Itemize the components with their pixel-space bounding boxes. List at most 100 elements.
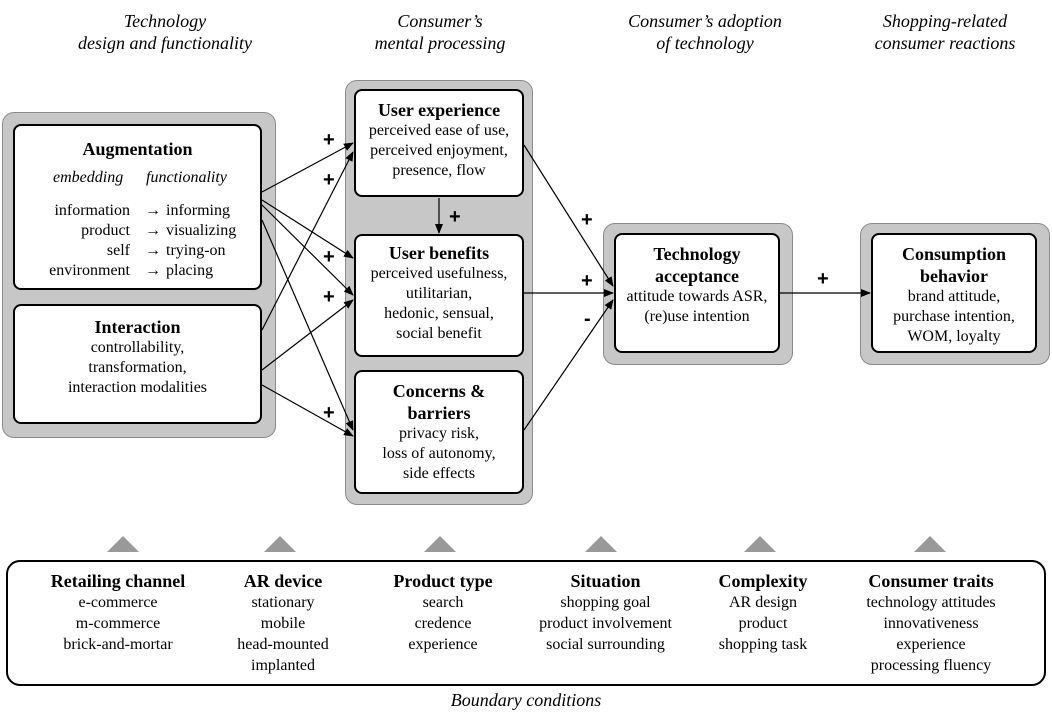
user-experience-line: perceived enjoyment, bbox=[370, 142, 508, 159]
augmentation-box: Augmentation embedding functionality inf… bbox=[13, 124, 262, 290]
aug-right-informing: informing bbox=[166, 202, 230, 219]
boundary-item: product bbox=[738, 615, 788, 632]
concerns-line: privacy risk, bbox=[399, 425, 479, 442]
boundary-item: brick-and-mortar bbox=[63, 636, 173, 653]
arrow-right-icon: → bbox=[145, 222, 161, 239]
boundary-retailing-channel: Retailing channel e-commerce m-commerce … bbox=[38, 570, 198, 655]
plus-sign: + bbox=[323, 246, 335, 268]
interaction-line: transformation, bbox=[88, 359, 187, 376]
concerns-title: barriers bbox=[407, 403, 471, 423]
technology-acceptance-line: attitude towards ASR, bbox=[626, 288, 768, 305]
augmentation-col-functionality: functionality bbox=[146, 169, 227, 186]
boundary-item: AR design bbox=[729, 594, 797, 611]
technology-acceptance-line: (re)use intention bbox=[644, 308, 750, 325]
arrow-int-to-ub bbox=[261, 299, 354, 371]
boundary-item: shopping task bbox=[718, 636, 808, 653]
arrow-int-to-cb bbox=[261, 384, 354, 437]
interaction-title: Interaction bbox=[94, 317, 181, 337]
user-experience-title: User experience bbox=[377, 100, 501, 120]
arrow-aug-to-cb bbox=[261, 219, 354, 431]
user-benefits-line: utilitarian, bbox=[405, 285, 473, 302]
user-experience-box: User experience perceived ease of use, p… bbox=[354, 89, 524, 197]
boundary-item: processing fluency bbox=[870, 657, 992, 674]
boundary-title: Consumer traits bbox=[868, 571, 994, 591]
boundary-item: technology attitudes bbox=[866, 594, 996, 611]
interaction-line: interaction modalities bbox=[67, 379, 208, 396]
boundary-title: Product type bbox=[393, 571, 493, 591]
arrow-cb-to-ta bbox=[523, 299, 614, 431]
concerns-box: Concerns & barriers privacy risk, loss o… bbox=[354, 370, 524, 494]
boundary-conditions-label: Boundary conditions bbox=[450, 690, 602, 710]
triangle-icon bbox=[107, 536, 139, 552]
triangle-icon bbox=[744, 536, 776, 552]
boundary-conditions-box: Retailing channel e-commerce m-commerce … bbox=[6, 560, 1046, 686]
aug-left-product: product bbox=[81, 222, 130, 239]
boundary-item: mobile bbox=[260, 615, 306, 632]
consumption-line: WOM, loyalty bbox=[907, 328, 1001, 345]
user-benefits-line: hedonic, sensual, bbox=[384, 305, 494, 322]
boundary-item: product involvement bbox=[539, 615, 672, 632]
plus-sign: + bbox=[323, 129, 335, 151]
plus-sign: + bbox=[817, 268, 829, 290]
consumption-line: purchase intention, bbox=[893, 308, 1015, 325]
user-experience-line: perceived ease of use, bbox=[368, 122, 510, 139]
aug-left-environment: environment bbox=[49, 262, 130, 279]
aug-left-self: self bbox=[106, 242, 130, 259]
boundary-item: credence bbox=[414, 615, 472, 632]
arrow-right-icon: → bbox=[145, 242, 161, 259]
boundary-consumer-traits: Consumer traits technology attitudes inn… bbox=[846, 570, 1016, 676]
triangle-icon bbox=[585, 536, 617, 552]
aug-right-trying-on: trying-on bbox=[166, 242, 226, 259]
technology-acceptance-box: Technology acceptance attitude towards A… bbox=[614, 233, 780, 353]
plus-sign: + bbox=[581, 209, 593, 231]
arrow-right-icon: → bbox=[145, 262, 161, 279]
boundary-complexity: Complexity AR design product shopping ta… bbox=[698, 570, 828, 655]
consumption-line: brand attitude, bbox=[907, 288, 1001, 305]
augmentation-col-embedding: embedding bbox=[53, 169, 124, 186]
boundary-item: head-mounted bbox=[237, 636, 329, 653]
aug-right-placing: placing bbox=[166, 262, 214, 279]
technology-acceptance-title: Technology bbox=[653, 244, 741, 264]
consumption-behavior-box: Consumption behavior brand attitude, pur… bbox=[871, 233, 1037, 353]
concerns-line: side effects bbox=[402, 465, 476, 482]
consumption-title: Consumption bbox=[901, 244, 1007, 264]
boundary-situation: Situation shopping goal product involvem… bbox=[523, 570, 688, 655]
arrow-ux-to-ta bbox=[523, 144, 614, 287]
plus-sign: + bbox=[323, 402, 335, 424]
boundary-item: implanted bbox=[251, 657, 315, 674]
plus-sign: + bbox=[581, 270, 593, 292]
technology-acceptance-title: acceptance bbox=[655, 266, 739, 286]
boundary-ar-device: AR device stationary mobile head-mounted… bbox=[213, 570, 353, 676]
interaction-box: Interaction controllability, transformat… bbox=[13, 304, 262, 424]
boundary-item: m-commerce bbox=[75, 615, 161, 632]
user-benefits-line: social benefit bbox=[396, 325, 482, 342]
arrow-aug-to-ub2 bbox=[261, 199, 354, 259]
boundary-item: social surrounding bbox=[546, 636, 665, 653]
boundary-item: experience bbox=[896, 636, 966, 653]
boundary-product-type: Product type search credence experience bbox=[373, 570, 513, 655]
concerns-title: Concerns & bbox=[392, 381, 486, 401]
arrow-aug-to-ux bbox=[261, 142, 354, 193]
boundary-title: Retailing channel bbox=[50, 571, 186, 591]
boundary-title: Complexity bbox=[718, 571, 808, 591]
plus-sign: + bbox=[449, 206, 461, 228]
plus-sign: + bbox=[323, 286, 335, 308]
user-experience-line: presence, flow bbox=[392, 162, 486, 179]
user-benefits-title: User benefits bbox=[388, 243, 490, 263]
augmentation-title: Augmentation bbox=[82, 139, 193, 159]
boundary-item: e-commerce bbox=[78, 594, 158, 611]
concerns-line: loss of autonomy, bbox=[382, 445, 496, 462]
boundary-item: experience bbox=[408, 636, 478, 653]
arrow-int-to-ux bbox=[261, 151, 354, 331]
user-benefits-box: User benefits perceived usefulness, util… bbox=[354, 234, 524, 357]
boundary-title: Situation bbox=[570, 571, 641, 591]
triangle-icon bbox=[264, 536, 296, 552]
minus-sign: - bbox=[584, 308, 591, 330]
arrow-aug-to-ub bbox=[261, 204, 354, 296]
boundary-item: stationary bbox=[251, 594, 315, 611]
boundary-item: shopping goal bbox=[560, 594, 651, 611]
